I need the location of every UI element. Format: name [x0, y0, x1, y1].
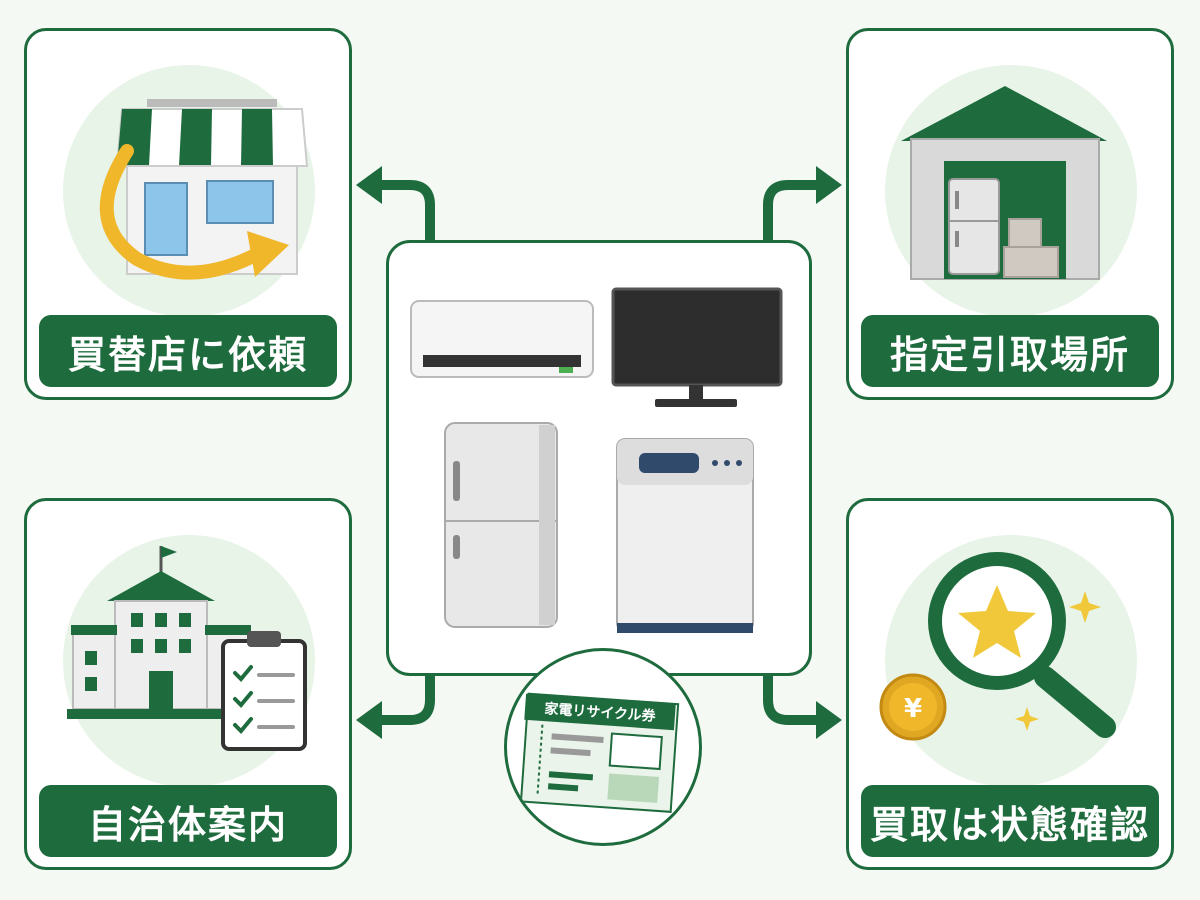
shop-icon: [99, 99, 309, 280]
card-municipality-guide: 自治体案内: [24, 498, 352, 870]
label-designated-pickup: 指定引取場所: [861, 315, 1159, 387]
tv-icon: [611, 287, 783, 407]
air-conditioner-icon: [410, 300, 594, 378]
clipboard-icon: [221, 631, 307, 751]
yen-coin-icon: ¥: [879, 673, 947, 741]
svg-text:¥: ¥: [904, 694, 922, 724]
arrow-to-top-right: [763, 180, 831, 245]
label-replacement-shop: 買替店に依頼: [39, 315, 337, 387]
card-replacement-shop: 買替店に依頼: [24, 28, 352, 400]
city-hall-icon: [67, 546, 253, 719]
label-buyback-condition: 買取は状態確認: [861, 785, 1159, 857]
appliance-panel: [386, 240, 812, 676]
washing-machine-icon: [616, 438, 754, 633]
card-designated-pickup: 指定引取場所: [846, 28, 1174, 400]
recycle-ticket-icon: 家電リサイクル券: [504, 648, 702, 846]
magnifier-star-icon: [928, 552, 1116, 738]
label-municipality-guide: 自治体案内: [39, 785, 337, 857]
card-buyback-condition: ¥ 買取は状態確認: [846, 498, 1174, 870]
arrow-to-top-left: [367, 180, 435, 245]
arrow-to-bottom-left: [367, 671, 435, 725]
arrow-to-bottom-right: [763, 671, 831, 725]
appliances-group: [410, 287, 783, 633]
warehouse-icon: [901, 86, 1107, 280]
refrigerator-icon: [444, 422, 558, 628]
